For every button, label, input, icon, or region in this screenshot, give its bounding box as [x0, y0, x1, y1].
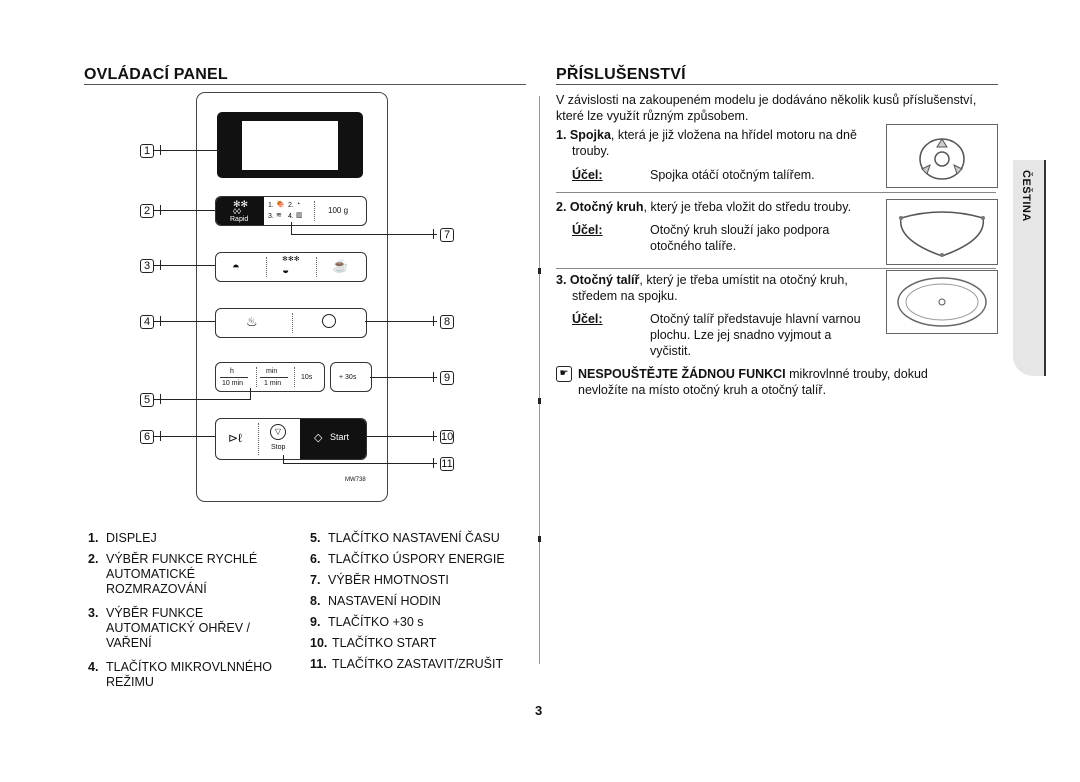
min-label[interactable]: min [266, 368, 278, 375]
auto-cook-row: ◓ ✻✻✻ ◒ ☕ [215, 252, 367, 282]
language-tab-label: ČEŠTINA [1020, 170, 1032, 222]
legend-item: 9.TLAČÍTKO +30 s [310, 615, 424, 629]
legend-item: 10.TLAČÍTKO START [310, 636, 437, 650]
stop-label: Stop [271, 444, 286, 451]
eco-icon[interactable]: ⊳ℓ [228, 431, 242, 445]
ring-purpose-line2: otočného talíře. [650, 239, 737, 253]
warning-note: NESPOUŠTĚJTE ŽÁDNOU FUNKCI mikrovlnné tr… [578, 367, 928, 381]
cup-icon[interactable]: ☕ [332, 258, 349, 273]
callout-10: 10 [440, 430, 454, 444]
turntable-image [886, 270, 998, 334]
legend-item: 6.TLAČÍTKO ÚSPORY ENERGIE [310, 552, 505, 566]
ring-purpose: Otočný kruh slouží jako podpora [650, 223, 830, 237]
section-title-control-panel: OVLÁDACÍ PANEL [84, 66, 228, 83]
plus-30s-label: + 30s [339, 374, 357, 381]
one-min-label: 1 min [264, 380, 282, 387]
divider [556, 192, 996, 193]
legend-item: 3.VÝBĚR FUNKCE AUTOMATICKÝ OHŘEV / VAŘEN… [88, 606, 251, 650]
turntable-purpose: Otočný talíř představuje hlavní varnou [650, 312, 861, 326]
divider [556, 268, 996, 269]
accessories-intro: V závislosti na zakoupeném modelu je dod… [556, 93, 977, 123]
food-item-4: 4. [288, 213, 294, 220]
page-number: 3 [535, 703, 543, 718]
ten-min-label: 10 min [222, 380, 244, 387]
dish-icon[interactable]: ◒ [282, 263, 290, 277]
steam-icon: ✻✻✻ [282, 256, 300, 263]
turntable-purpose-line3: vyčistit. [650, 344, 691, 358]
callout-7: 7 [440, 228, 454, 242]
stop-icon[interactable]: ▽ [270, 424, 286, 440]
start-stop-row: ⊳ℓ ▽ Stop ◇ Start [215, 418, 367, 460]
start-label: Start [330, 432, 350, 442]
snowflake-icon: ✻✻ [233, 199, 249, 209]
turntable-purpose-label: Účel: [572, 312, 603, 326]
legend-item: 5.TLAČÍTKO NASTAVENÍ ČASU [310, 531, 500, 545]
callout-8: 8 [440, 315, 454, 329]
callout-2: 2 [140, 204, 154, 218]
turntable-purpose-line2: plochu. Lze jej snadno vyjmout a [650, 328, 832, 342]
accessory-item-coupler: 1. Spojka, která je již vložena na hříde… [556, 128, 857, 142]
accessory-item-turntable: 3. Otočný talíř, který je třeba umístit … [556, 273, 848, 287]
callout-6: 6 [140, 430, 154, 444]
microwave-icon[interactable]: ♨ [246, 314, 258, 329]
legend-item: 8.NASTAVENÍ HODIN [310, 594, 441, 608]
drop-icon: ◊◊ [233, 207, 241, 216]
start-icon: ◇ [314, 432, 323, 444]
legend-item: 7.VÝBĚR HMOTNOSTI [310, 573, 449, 587]
coupler-purpose: Spojka otáčí otočným talířem. [650, 168, 815, 182]
section-title-accessories: PŘÍSLUŠENSTVÍ [556, 66, 686, 83]
coupler-image [886, 124, 998, 188]
callout-1: 1 [140, 144, 154, 158]
microwave-clock-row: ♨ [215, 308, 367, 338]
title-underline [84, 84, 526, 85]
legend-item: 4.TLAČÍTKO MIKROVLNNÉHO REŽIMU [88, 660, 272, 689]
food-item-1: 1. [268, 202, 274, 209]
ring-purpose-label: Účel: [572, 223, 603, 237]
callout-5: 5 [140, 393, 154, 407]
hand-pointer-icon: ☛ [556, 366, 572, 382]
clock-icon[interactable] [322, 314, 336, 328]
food-item-3: 3. [268, 213, 274, 220]
model-label: MW738 [345, 477, 366, 483]
accessory-item-ring: 2. Otočný kruh, který je třeba vložit do… [556, 200, 852, 214]
legend-item: 2.VÝBĚR FUNKCE RYCHLÉ AUTOMATICKÉ ROZMRA… [88, 552, 258, 596]
weight-button[interactable]: 100 g [328, 206, 349, 215]
callout-4: 4 [140, 315, 154, 329]
legend-item: 1.DISPLEJ [88, 531, 157, 545]
roller-ring-image [886, 199, 998, 265]
start-button[interactable]: ◇ Start [300, 419, 366, 459]
time-setting-row: h 10 min min 1 min 10s [215, 362, 325, 392]
coupler-purpose-label: Účel: [572, 168, 603, 182]
plate-icon[interactable]: ◓ [232, 259, 240, 274]
plus-30s-button[interactable]: + 30s [330, 362, 372, 392]
bread-icon: ▥ [296, 212, 303, 219]
callout-3: 3 [140, 259, 154, 273]
callout-11: 11 [440, 457, 454, 471]
callout-9: 9 [440, 371, 454, 385]
language-tab [1013, 160, 1045, 376]
meat-icon: 🍖 [276, 201, 285, 208]
rapid-defrost-button[interactable]: ✻✻ ◊◊ Rapid [216, 197, 264, 225]
warning-note-line2: nevložíte na místo otočný kruh a otočný … [578, 383, 827, 397]
rapid-label: Rapid [230, 216, 249, 223]
coupler-desc-line2: trouby. [572, 144, 610, 158]
poultry-icon: ◔ [296, 201, 301, 208]
title-underline-right [556, 84, 998, 85]
language-tab-edge [1044, 160, 1046, 376]
column-divider [539, 96, 540, 664]
ten-sec-button[interactable]: 10s [301, 374, 313, 381]
legend-item: 11.TLAČÍTKO ZASTAVIT/ZRUŠIT [310, 657, 504, 671]
hour-label[interactable]: h [230, 368, 234, 375]
display-screen [242, 121, 338, 170]
fish-icon: ≋ [276, 212, 282, 219]
turntable-desc-line2: středem na spojku. [572, 289, 678, 303]
food-item-2: 2. [288, 202, 294, 209]
